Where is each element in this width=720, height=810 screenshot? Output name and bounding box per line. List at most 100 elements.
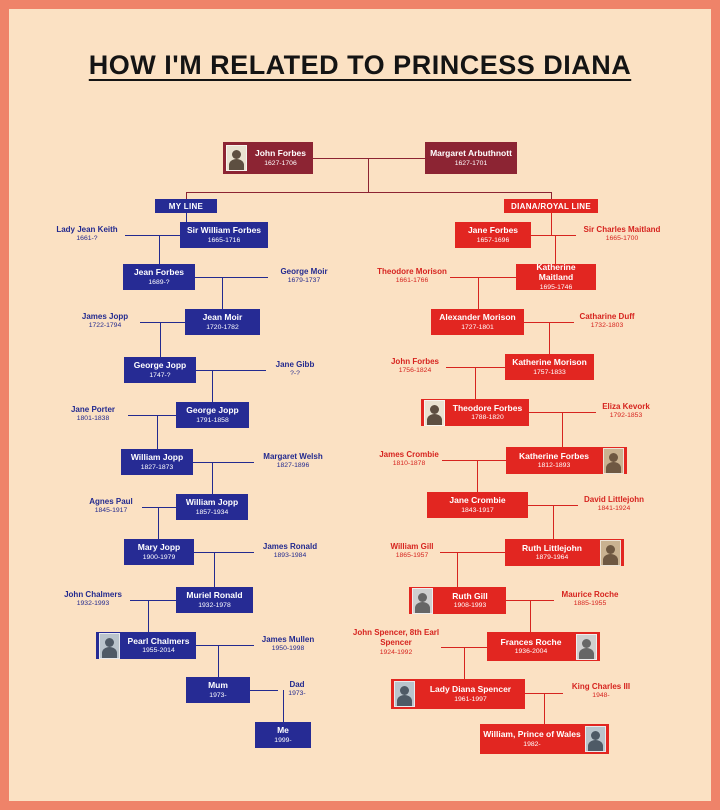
person-name: George Jopp (133, 360, 187, 371)
person-dates: 1812-1893 (537, 462, 571, 469)
connector-line (148, 600, 149, 632)
person-name: George Jopp (186, 405, 239, 416)
person-dates: 1727-1801 (461, 323, 494, 331)
connector-line (457, 552, 458, 587)
spouse-dates: 1661-? (76, 235, 98, 243)
person-box-george-jopp-1: George Jopp 1747-? (124, 357, 196, 383)
person-dates: 1665-1716 (207, 236, 241, 244)
person-dates: 1657-1696 (476, 236, 510, 244)
person-dates: 1827-1873 (140, 463, 174, 471)
spouse-dates: 1792-1853 (609, 412, 643, 420)
person-name: Katherine Forbes (519, 450, 589, 461)
spouse-text-john-spencer: John Spencer, 8th Earl Spencer 1924-1992 (351, 628, 441, 658)
spouse-text-lady-jean-keith: Lady Jean Keith 1661-? (50, 225, 124, 244)
person-dates: 1695-1746 (539, 283, 573, 291)
person-box-mum: Mum 1973- (186, 677, 250, 703)
person-name: Ruth Gill (452, 590, 488, 601)
person-text: Lady Diana Spencer 1961-1997 (419, 684, 522, 703)
person-name: Jane Crombie (449, 495, 506, 506)
spouse-text-jane-gibb: Jane Gibb ?-? (266, 360, 324, 379)
person-dates: 1788-1820 (471, 414, 504, 421)
portrait-thumbnail (600, 539, 621, 566)
spouse-name: William Gill (390, 542, 434, 551)
person-name: Mary Jopp (137, 542, 181, 553)
spouse-dates: 1665-1700 (605, 235, 639, 243)
connector-line (551, 192, 552, 199)
person-box-jane-forbes: Jane Forbes 1657-1696 (455, 222, 531, 248)
spouse-name: Lady Jean Keith (56, 225, 118, 234)
spouse-name: Eliza Kevork (602, 402, 650, 411)
person-name: Margaret Arbuthnott (430, 148, 512, 159)
spouse-dates: 1950-1998 (271, 645, 305, 653)
person-name: Lady Diana Spencer (429, 684, 512, 695)
spouse-name: Margaret Welsh (263, 452, 323, 461)
spouse-name: David Littlejohn (584, 495, 644, 504)
connector-line (477, 460, 478, 492)
portrait-thumbnail (394, 681, 415, 707)
person-name: Mum (208, 680, 228, 691)
person-text: Theodore Forbes 1788-1820 (449, 403, 526, 422)
portrait-thumbnail (603, 447, 624, 474)
connector-line (212, 370, 213, 402)
spouse-name: James Mullen (261, 635, 315, 644)
spouse-name: Catharine Duff (579, 312, 635, 321)
connector-line (214, 552, 215, 587)
spouse-text-david-littlejohn: David Littlejohn 1841-1924 (576, 495, 652, 514)
branch-label-royal-line: DIANA/ROYAL LINE (504, 199, 598, 213)
person-box-ruth-littlejohn: Ruth Littlejohn 1879-1964 (505, 539, 624, 566)
connector-line (128, 415, 176, 416)
person-box-william-prince-of-wales: William, Prince of Wales 1982- (480, 724, 609, 754)
spouse-name: James Crombie (379, 450, 439, 459)
connector-line (218, 645, 219, 677)
connector-line (160, 322, 161, 357)
person-text: William, Prince of Wales 1982- (483, 729, 581, 748)
connector-line (250, 690, 278, 691)
spouse-text-james-ronald: James Ronald 1893-1984 (252, 542, 328, 561)
spouse-dates: 1932-1993 (76, 600, 110, 608)
spouse-text-james-crombie: James Crombie 1810-1878 (376, 450, 442, 469)
spouse-name: James Ronald (262, 542, 318, 551)
spouse-name: Maurice Roche (561, 590, 619, 599)
connector-line (157, 415, 158, 449)
person-text: Katherine Forbes 1812-1893 (509, 451, 599, 470)
person-box-ruth-gill: Ruth Gill 1908-1993 (409, 587, 506, 614)
spouse-text-agnes-paul: Agnes Paul 1845-1917 (80, 497, 142, 516)
spouse-dates: 1841-1924 (597, 505, 631, 513)
person-text: Frances Roche 1936-2004 (490, 637, 572, 656)
connector-line (196, 645, 254, 646)
person-name: Frances Roche (500, 636, 562, 647)
person-name: Theodore Forbes (452, 402, 523, 413)
connector-line (212, 462, 213, 494)
connector-line (186, 192, 187, 199)
spouse-dates: 1827-1896 (276, 462, 310, 470)
connector-line (142, 507, 176, 508)
person-dates: 1900-1979 (142, 553, 176, 561)
person-dates: 1932-1978 (198, 601, 231, 609)
connector-line (551, 213, 552, 235)
person-name: William Jopp (185, 497, 239, 508)
person-name: William, Prince of Wales (483, 729, 581, 740)
person-box-william-jopp-1: William Jopp 1827-1873 (121, 449, 193, 475)
portrait-thumbnail (226, 145, 247, 171)
connector-line (193, 462, 254, 463)
person-dates: 1627-1701 (454, 159, 488, 167)
person-text: Ruth Littlejohn 1879-1964 (508, 543, 596, 562)
connector-line (194, 552, 254, 553)
spouse-name: Jane Gibb (275, 360, 315, 369)
portrait-thumbnail (412, 587, 433, 614)
connector-line (440, 552, 505, 553)
connector-line (464, 647, 465, 679)
portrait-thumbnail (424, 399, 445, 426)
portrait-thumbnail (99, 632, 120, 659)
spouse-text-john-forbes: John Forbes 1756-1824 (384, 357, 446, 376)
spouse-dates: 1722-1794 (88, 322, 122, 330)
connector-line (196, 370, 266, 371)
person-dates: 1757-1833 (533, 368, 566, 376)
person-box-katherine-morison: Katherine Morison 1757-1833 (505, 354, 594, 380)
person-dates: 1857-1934 (195, 508, 229, 516)
person-box-sir-william-forbes: Sir William Forbes 1665-1716 (180, 222, 268, 248)
person-dates: 1879-1964 (535, 554, 569, 561)
person-dates: 1747-? (149, 371, 171, 379)
person-box-me: Me 1999- (255, 722, 311, 748)
person-name: Me (277, 725, 289, 736)
